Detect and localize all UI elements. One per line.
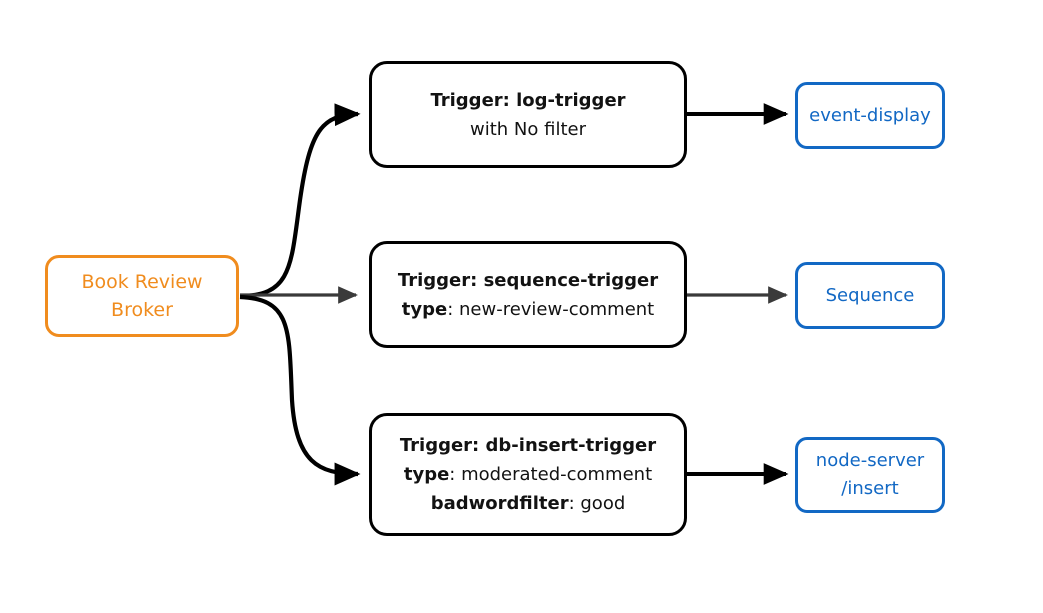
node-target-sequence[interactable]: Sequence [795,262,945,329]
target-1-label: event-display [809,104,931,126]
edge-broker-to-db-insert-trigger [239,294,361,486]
node-trigger-log-trigger[interactable]: Trigger: log-trigger with No filter [369,61,687,168]
node-target-node-server-insert[interactable]: node-server /insert [795,437,945,513]
trigger-3-detail-key: type [403,464,450,485]
trigger-1-detail-value: with No filter [470,118,586,140]
trigger-2-detail: type: new-review-comment [402,295,654,324]
trigger-3-detail-value: : moderated-comment [449,464,653,485]
trigger-2-title-prefix: Trigger: [397,269,484,291]
target-3-label-line1: node-server [815,450,925,471]
trigger-3-title: Trigger: db-insert-trigger [400,431,656,460]
trigger-3-filter: badwordfilter: good [431,489,626,518]
target-3-label-line2: /insert [841,478,899,499]
node-target-event-display[interactable]: event-display [795,82,945,149]
trigger-3-filter-key: badwordfilter [430,493,569,514]
trigger-1-detail: with No filter [470,115,586,144]
trigger-1-title-prefix: Trigger: [430,89,517,111]
trigger-3-title-name: db-insert-trigger [485,435,657,456]
trigger-3-filter-value: : good [568,493,626,514]
trigger-3-title-prefix: Trigger: [399,435,486,456]
trigger-3-detail: type: moderated-comment [404,460,652,489]
edge-broker-to-log-trigger [239,103,361,299]
trigger-1-title: Trigger: log-trigger [430,86,625,115]
target-2-label: Sequence [825,284,915,306]
broker-label-line2: Broker [111,299,173,321]
broker-label-line1: Book Review [81,271,203,293]
trigger-2-title-name: sequence-trigger [483,269,659,291]
trigger-2-detail-key: type [401,298,448,320]
node-book-review-broker[interactable]: Book Review Broker [45,255,239,337]
node-trigger-db-insert-trigger[interactable]: Trigger: db-insert-trigger type: moderat… [369,413,687,536]
trigger-2-title: Trigger: sequence-trigger [398,266,658,295]
trigger-2-detail-value: : new-review-comment [447,298,655,320]
trigger-1-title-name: log-trigger [516,89,626,111]
node-trigger-sequence-trigger[interactable]: Trigger: sequence-trigger type: new-revi… [369,241,687,348]
